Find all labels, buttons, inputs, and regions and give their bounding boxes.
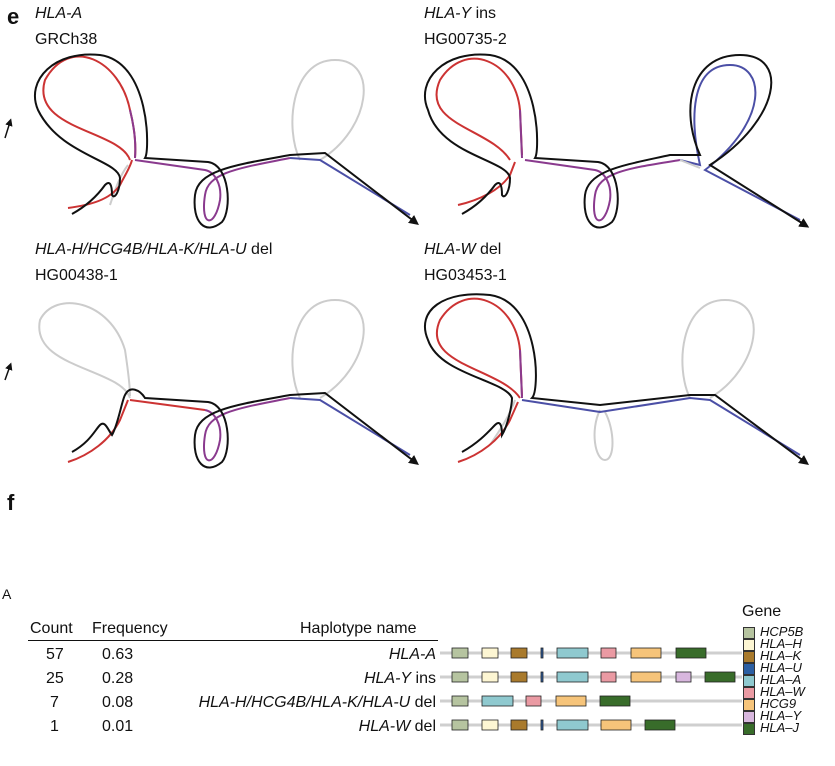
gene-block-hla-j [675,647,707,659]
gene-block-hcp5b [451,695,469,707]
gene-block-hla-a [556,719,589,731]
row-1-frequency: 0.63 [102,646,134,663]
gene-block-hcp5b [451,719,469,731]
row-2-name-suffix: ins [411,670,436,687]
legend-label: HLA–W [760,684,805,699]
legend-label: HLA–H [760,636,802,651]
legend-swatch [743,639,755,651]
gene-block-hla-w [600,671,617,683]
row-4-name-suffix: del [410,718,436,735]
graph-1-name: HLA-A [35,5,83,22]
gene-block-hla-k [510,671,528,683]
gene-block-hla-j [704,671,736,683]
panel-f-label: f [7,490,15,515]
gene-block-hla-k [510,719,528,731]
graph-3-sample: HG00438-1 [35,267,118,284]
gene-block-hla-h [481,647,499,659]
gene-block-hla-h [481,719,499,731]
gene-block-hcg9 [600,719,632,731]
legend-swatch [743,627,755,639]
graph-4-sample: HG03453-1 [424,267,507,284]
graph-2-sample: HG00735-2 [424,31,507,48]
graph-2-suffix: ins [471,5,497,22]
gene-block-hcg9 [555,695,587,707]
graph-2-title: HLA-Y ins [424,5,496,23]
legend-swatch [743,711,755,723]
header-count: Count [30,620,73,637]
row-2-count: 25 [46,670,64,687]
graph-3-title: HLA-H/HCG4B/HLA-K/HLA-U del [35,241,272,259]
gene-block-hcg9 [630,647,662,659]
gene-block-hla-u [540,719,544,731]
stray-character: A [2,586,12,602]
gene-block-hla-j [599,695,631,707]
row-3-count: 7 [50,694,59,711]
legend-label: HLA–U [760,660,802,675]
graph-2-name: HLA-Y [424,5,472,22]
graph-3 [4,298,419,469]
gene-block-hla-u [540,647,544,659]
gene-block-hla-w [600,647,617,659]
legend-swatch [743,699,755,711]
row-3-name-italic: HLA-H/HCG4B/HLA-K/HLA-U [198,694,411,711]
gene-block-hcg9 [630,671,662,683]
row-3-name: HLA-H/HCG4B/HLA-K/HLA-U del [199,694,436,712]
gene-block-hla-h [481,671,499,683]
row-3-frequency: 0.08 [102,694,134,711]
legend-swatch [743,687,755,699]
header-haplotype: Haplotype name [300,620,417,637]
panel-e-graphs [4,53,810,469]
gene-block-hla-a [481,695,514,707]
graph-4 [424,293,810,465]
gene-block-hla-a [556,671,589,683]
gene-block-hla-a [556,647,589,659]
row-1-count: 57 [46,646,64,663]
legend-swatch [743,651,755,663]
row-2-name-italic: HLA-Y [363,670,412,687]
graph-1-title: HLA-A [35,5,82,23]
graph-4-suffix: del [475,241,502,258]
graph-2 [424,53,810,229]
row-2-frequency: 0.28 [102,670,134,687]
graph-4-name: HLA-W [424,241,476,258]
legend-swatch [743,675,755,687]
gene-block-hla-w [525,695,542,707]
row-3-name-suffix: del [410,694,436,711]
legend-label: HCP5B [760,624,804,639]
gene-block-hla-y [675,671,692,683]
gene-block-hla-k [510,647,528,659]
gene-block-hcp5b [451,671,469,683]
row-2-name: HLA-Y ins [364,670,436,688]
row-4-name: HLA-W del [359,718,436,736]
graph-3-name: HLA-H/HCG4B/HLA-K/HLA-U [35,241,247,258]
gene-block-hla-u [540,671,544,683]
row-4-name-italic: HLA-W [358,718,411,735]
row-1-name-italic: HLA-A [388,646,436,663]
legend-label: HLA–A [760,672,802,687]
row-1-name: HLA-A [389,646,436,664]
legend-label: HLA–J [760,720,800,735]
legend-swatch [743,663,755,675]
row-4-frequency: 0.01 [102,718,134,735]
legend-label: HCG9 [760,696,797,711]
header-rule [28,640,438,641]
gene-block-hla-j [644,719,676,731]
legend-label: HLA–K [760,648,802,663]
legend-swatch [743,723,755,735]
row-4-count: 1 [50,718,59,735]
graph-1 [4,53,419,229]
legend-label: HLA–Y [760,708,802,723]
panel-e-label: e [7,4,20,29]
header-frequency: Frequency [92,620,168,637]
graph-1-sample: GRCh38 [35,31,98,48]
gene-block-hcp5b [451,647,469,659]
legend-title: Gene [742,603,782,620]
graph-4-title: HLA-W del [424,241,501,259]
graph-3-suffix: del [246,241,273,258]
